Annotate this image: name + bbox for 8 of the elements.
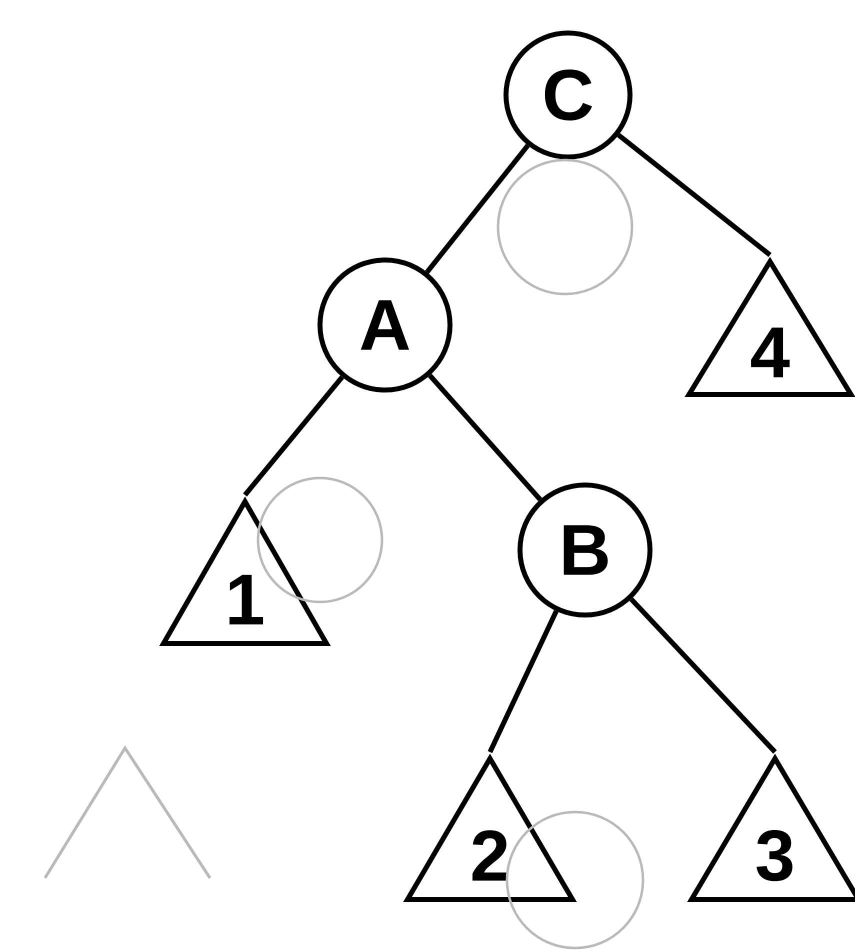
tree-edge [488,610,559,754]
tree-edge [425,144,530,274]
tree-edge [617,133,772,257]
tree-edge [428,374,542,502]
tree-edge [243,376,344,497]
tree-edge [629,597,777,754]
faint-circle [496,158,634,296]
faint-circle [506,810,644,950]
